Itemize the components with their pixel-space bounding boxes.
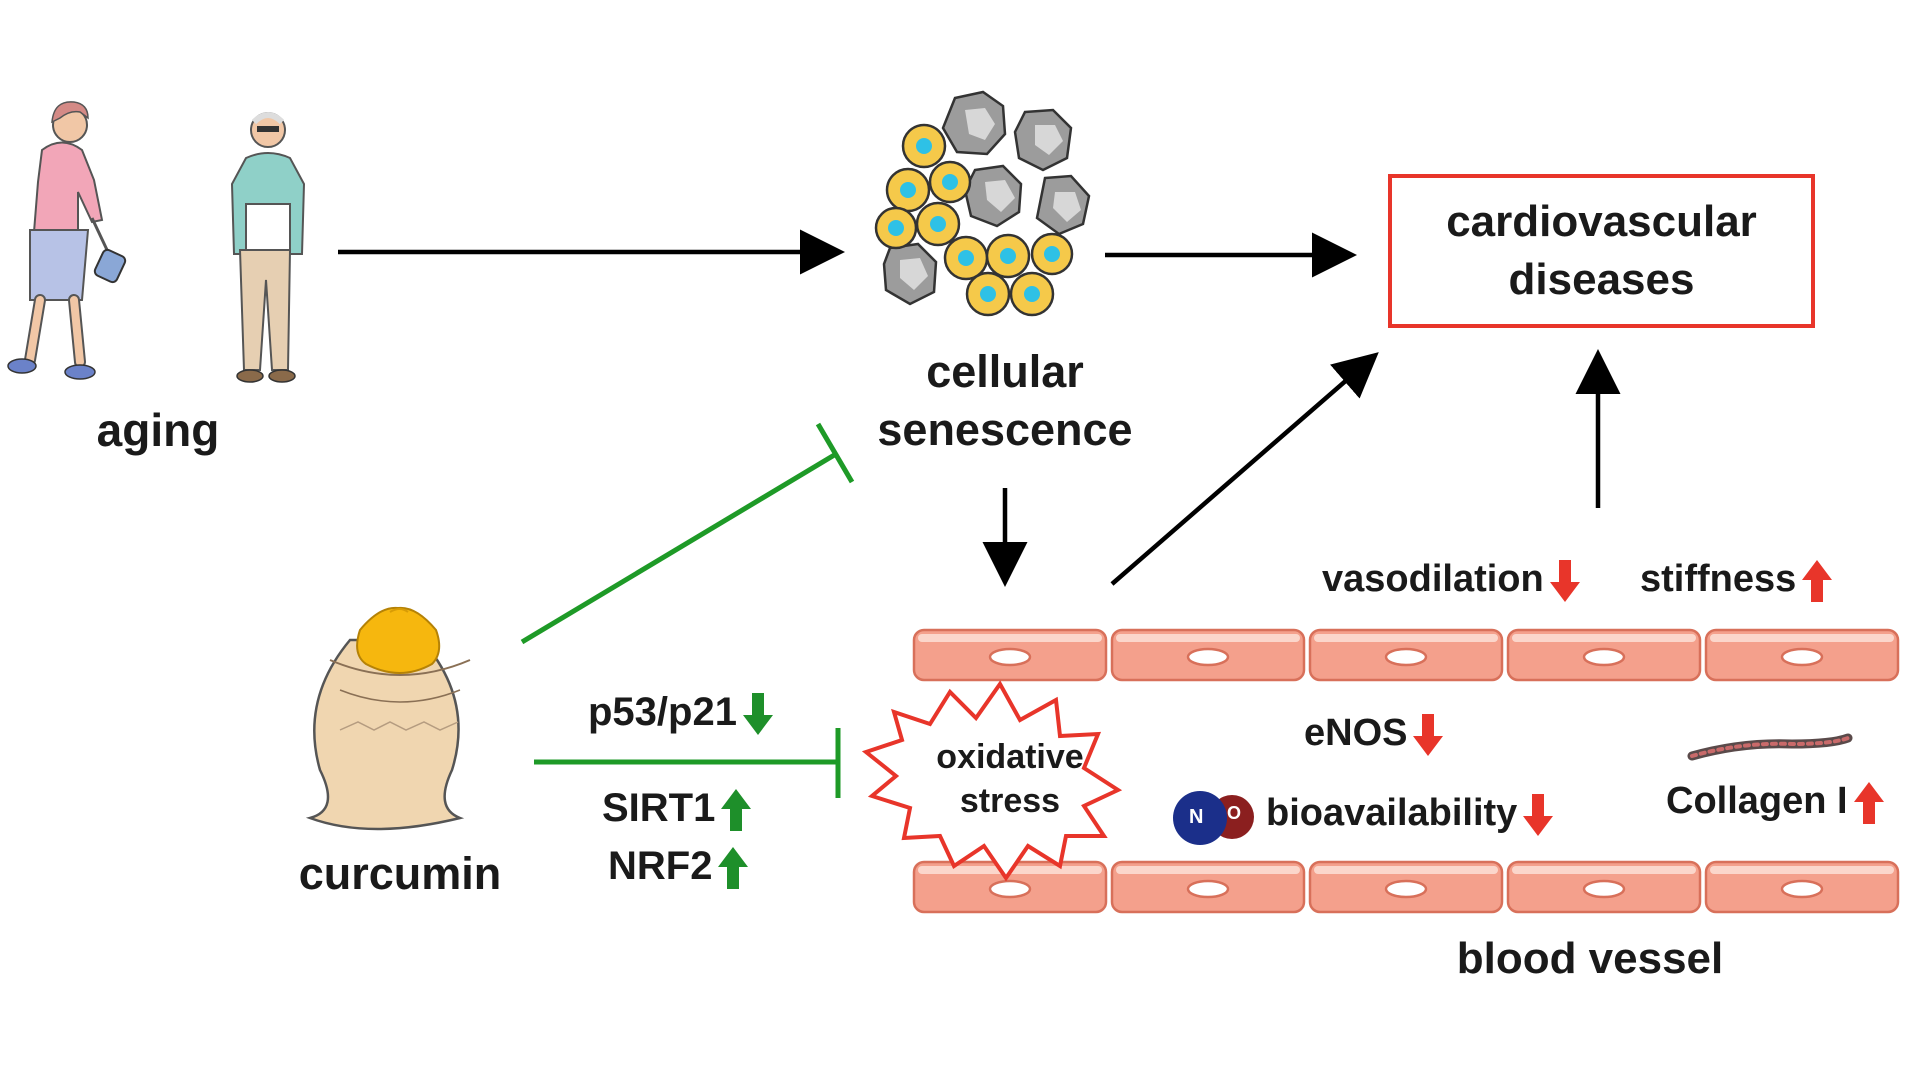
enos-label: eNOS <box>1304 712 1444 756</box>
collagen-label: Collagen I <box>1666 780 1884 824</box>
no-o-letter: O <box>1227 803 1242 823</box>
endothelial-cell <box>1506 628 1702 682</box>
endothelial-cell <box>1308 860 1504 914</box>
arrow-down-red-icon <box>1523 793 1554 836</box>
arrow-up-red-icon <box>1802 559 1833 602</box>
p53-text: p53/p21 <box>588 690 737 734</box>
bioavailability-text: bioavailability <box>1266 792 1518 834</box>
inhibit-senescence-bar <box>815 422 855 484</box>
arrow-down-red-icon <box>1549 559 1580 602</box>
endothelial-cell <box>912 628 1108 682</box>
endothelial-cell <box>1110 860 1306 914</box>
vessel-top-wall <box>912 628 1900 682</box>
endothelial-cell <box>1308 628 1504 682</box>
oxidative-stress-burst <box>861 680 1123 882</box>
collagen-text: Collagen I <box>1666 780 1848 822</box>
stress-label: stress <box>959 782 1061 820</box>
cvd-box: cardiovascular diseases <box>1388 174 1815 328</box>
endothelial-cell <box>1110 628 1306 682</box>
vasodilation-text: vasodilation <box>1322 558 1544 600</box>
nrf2-text: NRF2 <box>608 844 713 888</box>
arrow-up-red-icon <box>1853 781 1884 824</box>
sirt1-label: SIRT1 <box>602 786 752 832</box>
sirt1-text: SIRT1 <box>602 786 716 830</box>
stiffness-label: stiffness <box>1640 558 1833 602</box>
no-n-letter: N <box>1189 806 1204 828</box>
nrf2-label: NRF2 <box>608 844 749 890</box>
cvd-line2: diseases <box>1508 255 1695 304</box>
curcumin-label: curcumin <box>298 848 502 899</box>
vasodilation-label: vasodilation <box>1322 558 1580 602</box>
bioavailability-label: bioavailability <box>1266 792 1554 836</box>
arrow-vessel-to-cvd <box>1110 352 1379 586</box>
stiffness-text: stiffness <box>1640 558 1797 600</box>
arrow-down-red-icon <box>1413 713 1444 756</box>
enos-text: eNOS <box>1304 712 1408 754</box>
elderly-people-icon <box>7 101 306 383</box>
arrow-up-green-icon <box>718 847 749 890</box>
oxidative-label: oxidative <box>936 738 1084 776</box>
endothelial-cell <box>1506 860 1702 914</box>
senescence-label: senescence <box>877 404 1133 455</box>
arrow-down-green-icon <box>742 693 773 736</box>
collagen-fiber-icon <box>1687 733 1853 761</box>
blood-vessel-label: blood vessel <box>1456 934 1724 983</box>
vessel-bottom-wall <box>912 860 1900 914</box>
senescent-cells-icon <box>874 90 1091 317</box>
endothelial-cell <box>1704 860 1900 914</box>
cellular-label: cellular <box>926 346 1084 397</box>
cvd-line1: cardiovascular <box>1446 197 1757 246</box>
arrow-up-green-icon <box>721 789 752 832</box>
aging-label: aging <box>96 404 220 456</box>
curcumin-sack-icon <box>305 606 471 831</box>
nitric-oxide-molecule-icon <box>1173 791 1254 845</box>
endothelial-cell <box>1704 628 1900 682</box>
inhibit-senescence-line <box>520 451 838 645</box>
p53-label: p53/p21 <box>588 690 773 736</box>
